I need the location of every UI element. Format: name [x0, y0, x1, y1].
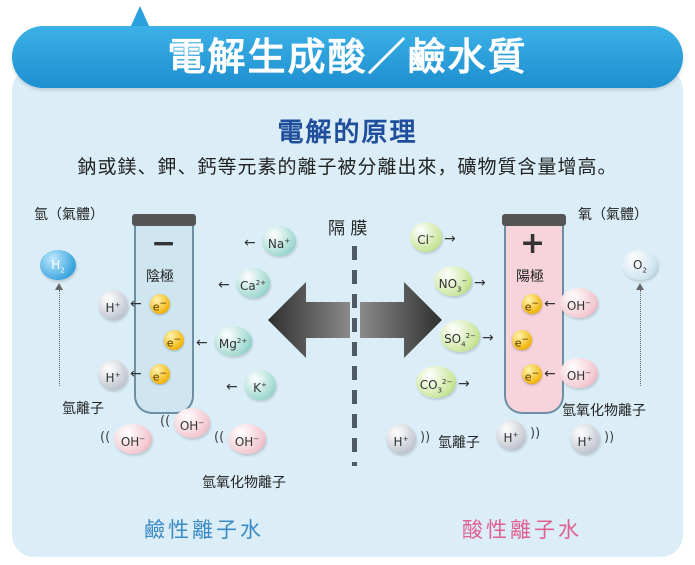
electron: e− — [522, 364, 542, 384]
banner-tail — [130, 6, 150, 28]
vibration-icon: )) — [530, 426, 541, 441]
hydroxide-ion: OH− — [560, 358, 598, 388]
hydroxide-ion-label: 氫氧化物離子 — [202, 475, 286, 491]
membrane-label: 隔 膜 — [328, 219, 368, 239]
vibration-icon: (( — [214, 430, 225, 445]
principle-description: 鈉或鎂、鉀、鈣等元素的離子被分離出來，礦物質含量增高。 — [77, 156, 618, 178]
gas-rise-arrow-icon — [55, 283, 63, 290]
chloride-ion: Cl− — [410, 222, 442, 252]
vibration-icon: )) — [604, 430, 615, 445]
potassium-ion: K+ — [244, 370, 276, 400]
sulfate-ion: SO42− — [440, 320, 480, 352]
hydroxide-ion-label: 氫氧化物離子 — [562, 403, 646, 419]
hydrogen-ion: H+ — [496, 420, 526, 450]
arrow-right-icon: → — [458, 376, 470, 392]
alkaline-water-label: 鹼性離子水 — [144, 518, 264, 542]
arrow-right-icon: → — [474, 275, 486, 291]
nitrate-ion: NO3− — [434, 266, 472, 296]
big-arrow-left-icon — [268, 282, 350, 358]
oxygen-gas-label: 氧（氣體） — [578, 207, 648, 223]
electron: e− — [512, 330, 532, 350]
hydroxide-ion: OH− — [174, 408, 210, 438]
hydrogen-ion: H+ — [98, 290, 128, 320]
vibration-icon: (( — [160, 414, 171, 429]
hydrogen-ion: H+ — [98, 360, 128, 390]
hydrogen-gas-label: 氫（氣體） — [34, 207, 104, 223]
anode-cap — [502, 214, 566, 226]
arrow-left-icon: ← — [544, 366, 556, 382]
gas-rise-line — [640, 290, 641, 386]
hydrogen-ion: H+ — [386, 424, 416, 454]
calcium-ion: Ca2+ — [236, 268, 270, 298]
membrane — [352, 246, 357, 466]
hydroxide-ion: OH− — [560, 288, 598, 318]
anode-label: 陽極 — [516, 269, 544, 285]
acidic-water-label: 酸性離子水 — [462, 518, 582, 542]
banner-title: 電解生成酸／鹼水質 — [167, 35, 528, 79]
cathode-sign: − — [151, 226, 177, 261]
electron: e− — [150, 294, 170, 314]
vibration-icon: )) — [420, 430, 431, 445]
hydrogen-ion: H+ — [570, 424, 600, 454]
hydrogen-ion-label: 氫離子 — [438, 435, 480, 451]
carbonate-ion: CO32− — [416, 366, 456, 398]
arrow-left-icon: ← — [244, 235, 256, 251]
big-arrow-right-icon — [360, 282, 442, 358]
gas-rise-line — [59, 290, 60, 386]
arrow-right-icon: → — [444, 231, 456, 247]
oxygen-gas-molecule: O2 — [622, 250, 658, 280]
electron: e− — [150, 364, 170, 384]
arrow-left-icon: ← — [130, 366, 142, 382]
anode-sign: + — [520, 226, 546, 261]
sodium-ion: Na+ — [262, 226, 296, 256]
gas-rise-arrow-icon — [636, 283, 644, 290]
magnesium-ion: Mg2+ — [214, 326, 252, 356]
arrow-left-icon: ← — [130, 296, 142, 312]
cathode-cap — [132, 214, 196, 226]
arrow-left-icon: ← — [226, 379, 238, 395]
arrow-left-icon: ← — [544, 296, 556, 312]
electron: e− — [522, 294, 542, 314]
cathode-label: 陰極 — [146, 269, 174, 285]
hydrogen-ion-label: 氫離子 — [62, 401, 104, 417]
vibration-icon: (( — [100, 430, 111, 445]
hydroxide-ion: OH− — [114, 424, 152, 454]
hydrogen-gas-molecule: H2 — [40, 250, 76, 280]
title-banner — [12, 26, 683, 88]
arrow-left-icon: ← — [218, 277, 230, 293]
electron: e− — [164, 330, 184, 350]
principle-heading: 電解的原理 — [277, 118, 418, 148]
arrow-left-icon: ← — [196, 335, 208, 351]
hydroxide-ion: OH− — [228, 424, 266, 454]
arrow-right-icon: → — [482, 330, 494, 346]
